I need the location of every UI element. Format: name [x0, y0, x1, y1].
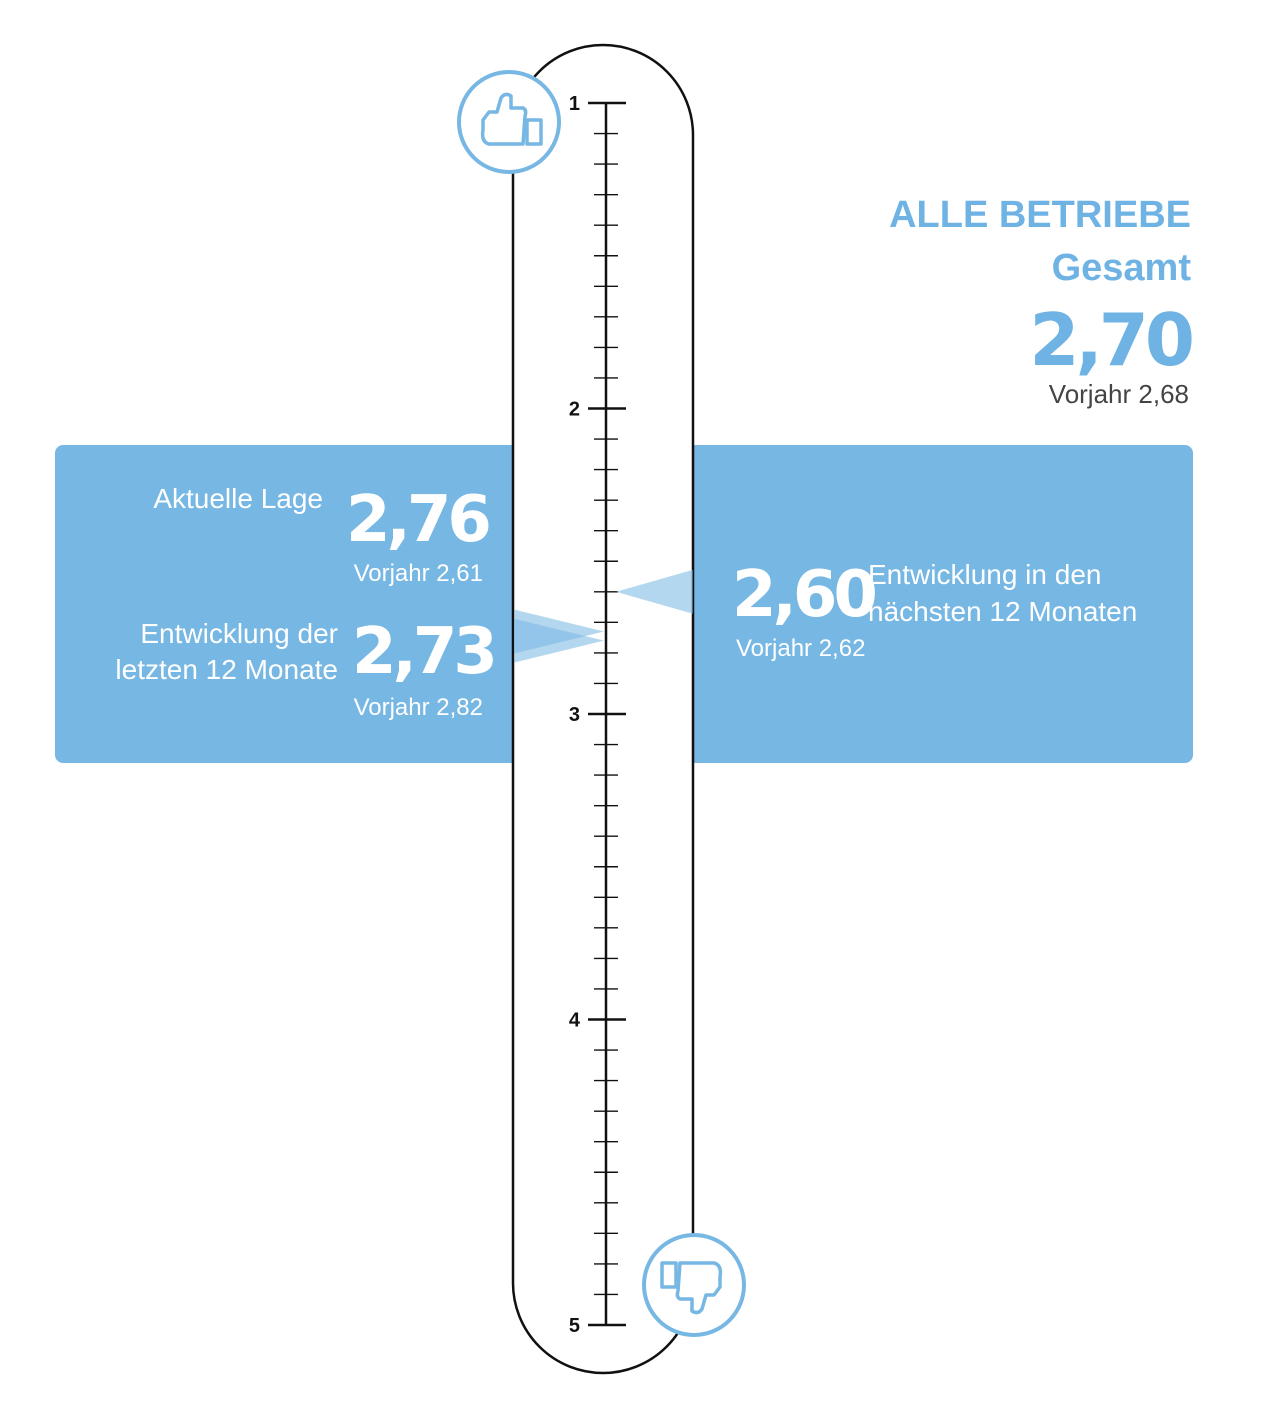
- right-panel: [682, 445, 1193, 763]
- gauge-tick-label: 1: [569, 93, 580, 115]
- indicator-future-label-line1: Entwicklung in den: [868, 559, 1102, 590]
- thumbs-down-icon-circle: [642, 1233, 746, 1337]
- indicator-future-value: 2,60: [732, 558, 878, 632]
- indicator-past-value: 2,73: [352, 615, 498, 689]
- gauge-tick-label: 3: [569, 704, 580, 726]
- indicator-past-label-line2: letzten 12 Monate: [115, 654, 338, 685]
- indicator-current-value: 2,76: [346, 483, 492, 557]
- indicator-current-label: Aktuelle Lage: [153, 483, 323, 514]
- thumbs-up-icon-circle: [457, 70, 561, 174]
- gauge-tick-label: 4: [569, 1010, 581, 1032]
- thumbs-up-icon: [480, 92, 543, 146]
- indicator-current-previous: Vorjahr 2,61: [353, 560, 483, 587]
- gauge-tick-label: 2: [569, 399, 580, 421]
- indicator-future-label-line2: nächsten 12 Monaten: [868, 596, 1138, 627]
- indicator-past-label-line1: Entwicklung der: [140, 618, 338, 649]
- indicator-marker: [616, 569, 693, 614]
- indicator-past-previous: Vorjahr 2,82: [353, 694, 483, 721]
- gauge-tick-label: 5: [569, 1315, 580, 1337]
- overall-value: 2,70: [1029, 298, 1195, 382]
- gauge-tube: [511, 43, 695, 1375]
- overall-previous: Vorjahr 2,68: [1048, 379, 1189, 409]
- indicator-future-previous: Vorjahr 2,62: [736, 635, 866, 662]
- indicator-marker: [514, 609, 604, 654]
- overall-subtitle: Gesamt: [1051, 247, 1191, 289]
- thumbs-down-icon: [660, 1261, 723, 1315]
- left-panel: [55, 445, 525, 763]
- overall-title: ALLE BETRIEBE: [889, 194, 1191, 236]
